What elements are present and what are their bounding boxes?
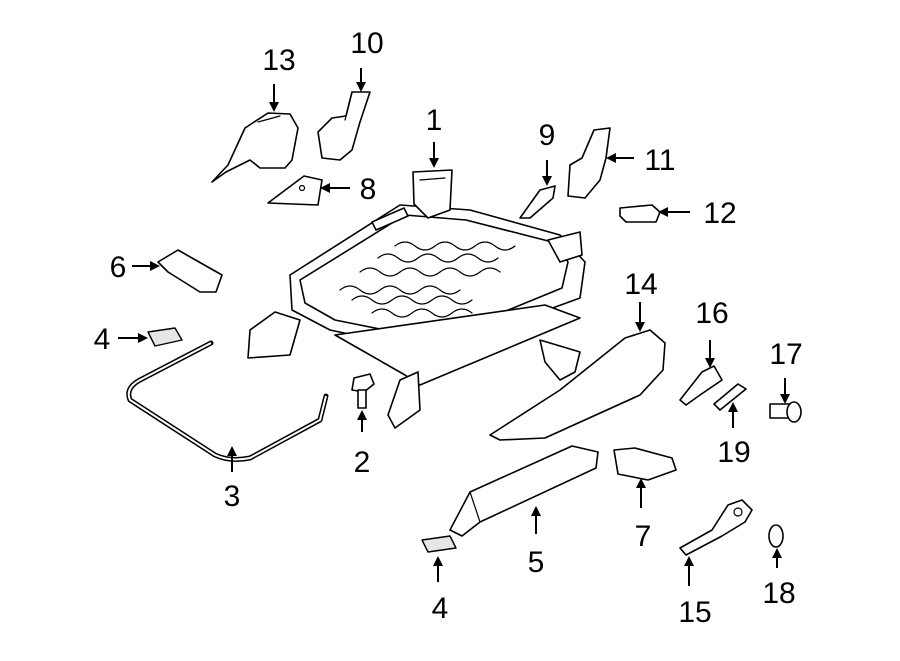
callout-18: 18 <box>762 577 795 610</box>
callout-labels: 1 2 3 4 4 5 6 7 8 9 10 11 12 13 14 15 16… <box>94 27 803 629</box>
part-16-small-lever <box>679 365 723 406</box>
callout-2: 2 <box>354 446 371 479</box>
callout-4-upper: 4 <box>94 323 111 356</box>
part-14-side-cover <box>489 329 666 441</box>
part-3-wire-rod <box>126 340 329 462</box>
callout-13: 13 <box>262 44 295 77</box>
part-6-bracket <box>157 249 223 293</box>
part-10-cover <box>317 91 371 161</box>
callout-11: 11 <box>644 144 675 177</box>
callout-8: 8 <box>360 173 377 206</box>
part-2-bolt <box>351 373 375 409</box>
callout-16: 16 <box>695 297 728 330</box>
part-4-pad-upper <box>147 327 183 347</box>
part-8-plate <box>267 175 323 206</box>
part-17-screw <box>769 401 802 423</box>
part-19-strip <box>713 383 747 411</box>
part-15-lever <box>679 499 753 556</box>
callout-10: 10 <box>350 27 383 60</box>
part-7-bracket <box>613 447 677 481</box>
callout-4-lower: 4 <box>432 592 449 625</box>
callout-6: 6 <box>110 251 127 284</box>
callout-12: 12 <box>703 197 736 230</box>
part-12-connector <box>619 204 661 223</box>
callout-1: 1 <box>426 104 443 137</box>
callout-14: 14 <box>624 268 657 301</box>
part-13-side-shield <box>211 112 299 183</box>
part-5-track-rail <box>449 445 599 537</box>
part-11-side-bracket <box>567 127 611 199</box>
part-4-pad-lower <box>421 535 457 553</box>
callout-5: 5 <box>528 546 545 579</box>
part-1-seat-cushion-frame <box>247 169 586 429</box>
callout-17: 17 <box>769 338 802 371</box>
callout-3: 3 <box>224 480 241 513</box>
callout-9: 9 <box>539 119 556 152</box>
part-18-cap <box>768 524 784 548</box>
callout-15: 15 <box>678 596 711 629</box>
callout-7: 7 <box>635 520 652 553</box>
part-9-clip <box>519 185 556 219</box>
callout-arrows <box>118 68 790 586</box>
callout-19: 19 <box>717 436 750 469</box>
